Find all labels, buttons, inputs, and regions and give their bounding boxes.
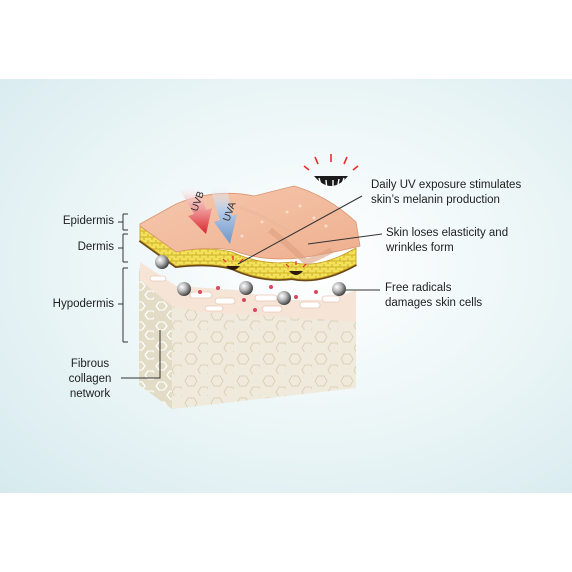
leader-lines <box>237 195 383 291</box>
label-epidermis: Epidermis <box>62 215 114 227</box>
skin-surface <box>139 185 361 260</box>
label-fibrous-collagen: Fibrous collagen network <box>68 358 112 400</box>
melanin-production-icon <box>303 154 359 192</box>
diagram-background <box>0 79 572 493</box>
label-elasticity: Skin loses elasticity and wrinkles form <box>386 227 509 254</box>
label-free-radicals: Free radicals damages skin cells <box>385 282 483 309</box>
layer-brackets <box>118 213 161 379</box>
melanin-burst-icon <box>222 256 244 270</box>
wrinkle-groove <box>268 227 334 266</box>
uvb-arrow: UVB <box>180 184 212 234</box>
label-dermis: Dermis <box>77 241 114 253</box>
uva-arrow: UVA <box>210 182 239 244</box>
free-radical-sphere-icon <box>155 255 346 305</box>
label-uv-exposure: Daily UV exposure stimulates skin’s mela… <box>371 179 522 206</box>
melanin-burst-icon <box>285 261 307 275</box>
dermis-dots <box>198 285 318 312</box>
label-hypodermis: Hypodermis <box>52 298 114 310</box>
